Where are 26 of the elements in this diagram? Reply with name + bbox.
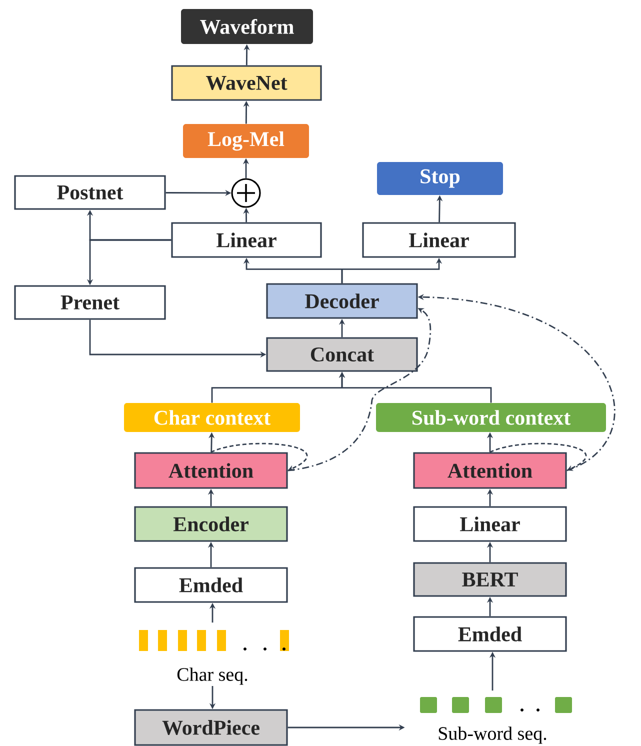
output-box: Stop <box>377 162 503 195</box>
output-box: Waveform <box>181 9 313 44</box>
process-box: Postnet <box>14 175 166 210</box>
process-box: Attention <box>413 452 567 489</box>
process-box: Emded <box>413 616 567 652</box>
attention-link-arrow <box>288 308 432 472</box>
process-box: Emded <box>134 567 288 603</box>
sequence-label: Sub-word seq. <box>438 726 546 744</box>
process-box: WaveNet <box>171 65 322 101</box>
process-box: WordPiece <box>134 709 288 746</box>
process-box: Linear <box>362 222 516 258</box>
process-box: Decoder <box>266 283 418 319</box>
process-box: Concat <box>266 337 418 372</box>
process-box: BERT <box>413 562 567 597</box>
process-box: Linear <box>171 222 322 258</box>
sum-circle <box>231 178 261 208</box>
process-box: Attention <box>134 452 288 489</box>
output-box: Sub-word context <box>376 403 606 432</box>
process-box: Linear <box>413 506 567 542</box>
loop-arrow <box>490 442 586 471</box>
output-box: Log-Mel <box>183 124 309 158</box>
loop-arrow <box>210 442 308 471</box>
process-box: Encoder <box>134 506 288 542</box>
process-box: Prenet <box>14 285 166 320</box>
output-box: Char context <box>124 403 300 432</box>
sequence-label: Char seq. <box>177 668 248 685</box>
